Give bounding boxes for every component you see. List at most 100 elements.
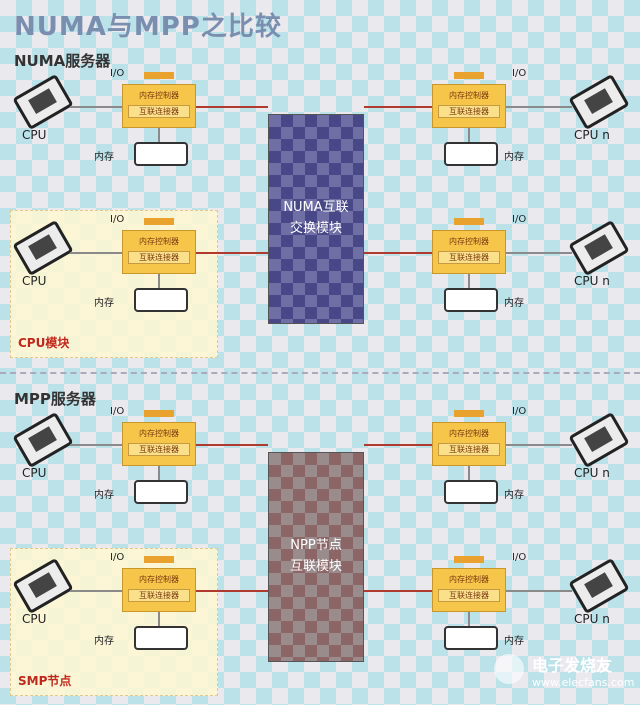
numa-right-1-memory-controller: 内存控制器互联连接器 bbox=[432, 230, 506, 274]
mpp-left-1-io-connector bbox=[144, 556, 174, 563]
mpp-right-1-cpu-icon bbox=[568, 557, 630, 615]
mpp-left-0-io-connector bbox=[144, 410, 174, 417]
numa-right-1-io-label: I/O bbox=[512, 214, 527, 225]
cpu-chip bbox=[28, 426, 57, 453]
controller-label: 内存控制器 bbox=[139, 429, 179, 438]
numa-right-1-box-link bbox=[364, 252, 432, 254]
mpp-right-1-box-link bbox=[364, 590, 432, 592]
numa-right-0-cpu-label: CPU n bbox=[574, 128, 610, 142]
numa-left-1-memory-icon bbox=[134, 288, 188, 312]
numa-left-0-box-link bbox=[196, 106, 268, 108]
numa-heading: NUMA服务器 bbox=[14, 52, 111, 70]
mpp-right-1-memory-icon bbox=[444, 626, 498, 650]
mpp-left-0-box-link bbox=[196, 444, 268, 446]
cpu-chip bbox=[584, 88, 613, 115]
numa-left-1-io-connector bbox=[144, 218, 174, 225]
numa-interconnect-box: NUMA互联交换模块 bbox=[268, 114, 364, 324]
controller-label: 内存控制器 bbox=[139, 237, 179, 246]
mpp-right-1-memory-controller: 内存控制器互联连接器 bbox=[432, 568, 506, 612]
numa-right-1-memory-link bbox=[468, 274, 470, 288]
mpp-right-1-memory-label: 内存 bbox=[504, 636, 524, 647]
mpp-box-line2: 互联模块 bbox=[289, 559, 342, 574]
numa-right-0-box-link bbox=[364, 106, 432, 108]
controller-label: 内存控制器 bbox=[449, 91, 489, 100]
numa-right-1-io-connector bbox=[454, 218, 484, 225]
mpp-right-0-cpu-label: CPU n bbox=[574, 466, 610, 480]
controller-label: 内存控制器 bbox=[139, 575, 179, 584]
numa-left-0-memory-icon bbox=[134, 142, 188, 166]
mpp-left-0-memory-link bbox=[158, 466, 160, 480]
numa-left-0-cpu-icon bbox=[12, 73, 74, 131]
mpp-right-0-cpu-link bbox=[506, 444, 572, 446]
mpp-right-1-io-connector bbox=[454, 556, 484, 563]
elecfans-logo-icon bbox=[494, 654, 524, 684]
controller-label: 内存控制器 bbox=[449, 429, 489, 438]
cpu-chip bbox=[584, 426, 613, 453]
numa-right-0-io-label: I/O bbox=[512, 68, 527, 79]
mpp-right-0-memory-label: 内存 bbox=[504, 490, 524, 501]
numa-right-0-cpu-icon bbox=[568, 73, 630, 131]
numa-left-1-box-link bbox=[196, 252, 268, 254]
mpp-left-0-cpu-link bbox=[70, 444, 122, 446]
mpp-right-0-io-connector bbox=[454, 410, 484, 417]
mpp-left-1-box-link bbox=[196, 590, 268, 592]
watermark-url: www.elecfans.com bbox=[532, 676, 635, 689]
mpp-right-1-io-label: I/O bbox=[512, 552, 527, 563]
mpp-left-0-memory-icon bbox=[134, 480, 188, 504]
numa-right-1-cpu-icon bbox=[568, 219, 630, 277]
connector-label: 互联连接器 bbox=[128, 589, 190, 602]
mpp-left-1-memory-controller: 内存控制器互联连接器 bbox=[122, 568, 196, 612]
mpp-interconnect-box: NPP节点互联模块 bbox=[268, 452, 364, 662]
numa-right-0-memory-icon bbox=[444, 142, 498, 166]
numa-right-1-cpu-link bbox=[506, 252, 572, 254]
controller-label: 内存控制器 bbox=[449, 237, 489, 246]
numa-right-1-cpu-label: CPU n bbox=[574, 274, 610, 288]
mpp-right-1-cpu-label: CPU n bbox=[574, 612, 610, 626]
cpu-chip bbox=[584, 234, 613, 261]
numa-node-label: CPU模块 bbox=[18, 336, 70, 350]
connector-label: 互联连接器 bbox=[438, 589, 500, 602]
mpp-left-1-cpu-label: CPU bbox=[22, 612, 47, 626]
connector-label: 互联连接器 bbox=[128, 105, 190, 118]
mpp-right-0-memory-controller: 内存控制器互联连接器 bbox=[432, 422, 506, 466]
mpp-right-0-box-link bbox=[364, 444, 432, 446]
mpp-right-1-cpu-link bbox=[506, 590, 572, 592]
numa-left-1-io-label: I/O bbox=[110, 214, 125, 225]
numa-left-0-io-connector bbox=[144, 72, 174, 79]
controller-label: 内存控制器 bbox=[139, 91, 179, 100]
connector-label: 互联连接器 bbox=[438, 443, 500, 456]
mpp-left-1-memory-icon bbox=[134, 626, 188, 650]
numa-box-line1: NUMA互联 bbox=[283, 200, 349, 216]
numa-left-1-cpu-link bbox=[70, 252, 122, 254]
mpp-left-0-io-label: I/O bbox=[110, 406, 125, 417]
connector-label: 互联连接器 bbox=[438, 105, 500, 118]
connector-label: 互联连接器 bbox=[128, 251, 190, 264]
cpu-chip bbox=[28, 88, 57, 115]
numa-left-0-memory-label: 内存 bbox=[94, 152, 114, 163]
mpp-left-0-memory-controller: 内存控制器互联连接器 bbox=[122, 422, 196, 466]
numa-left-1-memory-link bbox=[158, 274, 160, 288]
mpp-node-label: SMP节点 bbox=[18, 674, 72, 688]
numa-right-0-memory-link bbox=[468, 128, 470, 142]
mpp-left-0-cpu-icon bbox=[12, 411, 74, 469]
mpp-right-0-memory-link bbox=[468, 466, 470, 480]
cpu-chip bbox=[584, 572, 613, 599]
numa-right-0-io-connector bbox=[454, 72, 484, 79]
numa-left-0-memory-link bbox=[158, 128, 160, 142]
mpp-left-0-memory-label: 内存 bbox=[94, 490, 114, 501]
mpp-right-1-memory-link bbox=[468, 612, 470, 626]
numa-box-line2: 交换模块 bbox=[289, 221, 342, 236]
numa-right-0-memory-label: 内存 bbox=[504, 152, 524, 163]
mpp-heading: MPP服务器 bbox=[14, 390, 96, 408]
mpp-box-line1: NPP节点 bbox=[290, 538, 342, 554]
controller-label: 内存控制器 bbox=[449, 575, 489, 584]
numa-left-0-cpu-label: CPU bbox=[22, 128, 47, 142]
mpp-right-0-io-label: I/O bbox=[512, 406, 527, 417]
numa-left-1-memory-label: 内存 bbox=[94, 298, 114, 309]
mpp-right-0-cpu-icon bbox=[568, 411, 630, 469]
cpu-chip bbox=[28, 234, 57, 261]
numa-left-1-memory-controller: 内存控制器互联连接器 bbox=[122, 230, 196, 274]
mpp-left-1-cpu-link bbox=[70, 590, 122, 592]
section-divider bbox=[0, 372, 640, 374]
numa-right-0-memory-controller: 内存控制器互联连接器 bbox=[432, 84, 506, 128]
